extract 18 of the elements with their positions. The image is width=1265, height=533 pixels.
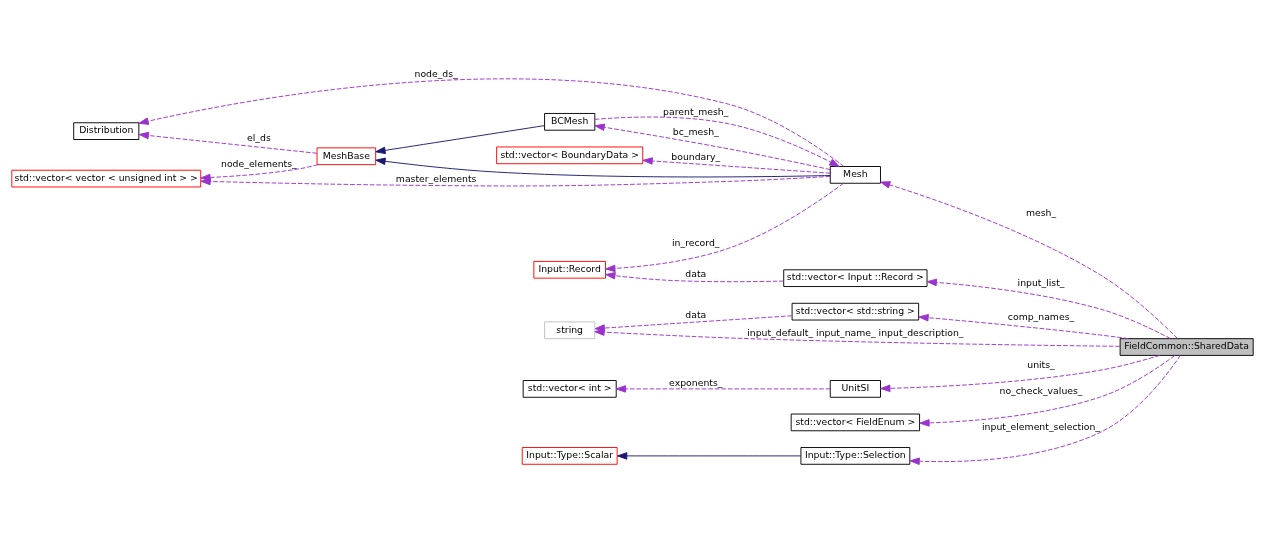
edge-label: in_record_ <box>672 236 720 248</box>
edge-label: input_element_selection_ <box>982 420 1101 432</box>
edge-label: data <box>685 267 707 279</box>
edge-label: boundary_ <box>671 150 721 162</box>
edge-label: mesh_ <box>1025 206 1057 218</box>
edge-label: parent_mesh_ <box>663 105 729 117</box>
edge-label: node_ds_ <box>414 67 458 79</box>
edge-label: input_default_ input_name_ input_description_ <box>747 326 964 338</box>
edge-label: no_check_values_ <box>999 384 1083 396</box>
edge-label: el_ds <box>247 131 271 143</box>
edge-label: bc_mesh_ <box>672 125 719 137</box>
edge-label: data <box>685 308 707 320</box>
edge-label: input_list_ <box>1017 276 1065 288</box>
edge-label: comp_names_ <box>1007 310 1075 322</box>
edge-label: master_elements <box>395 172 477 184</box>
edge-label: exponents_ <box>669 376 723 388</box>
edge-label: node_elements_ <box>221 157 297 168</box>
edge-label: units_ <box>1027 358 1055 369</box>
